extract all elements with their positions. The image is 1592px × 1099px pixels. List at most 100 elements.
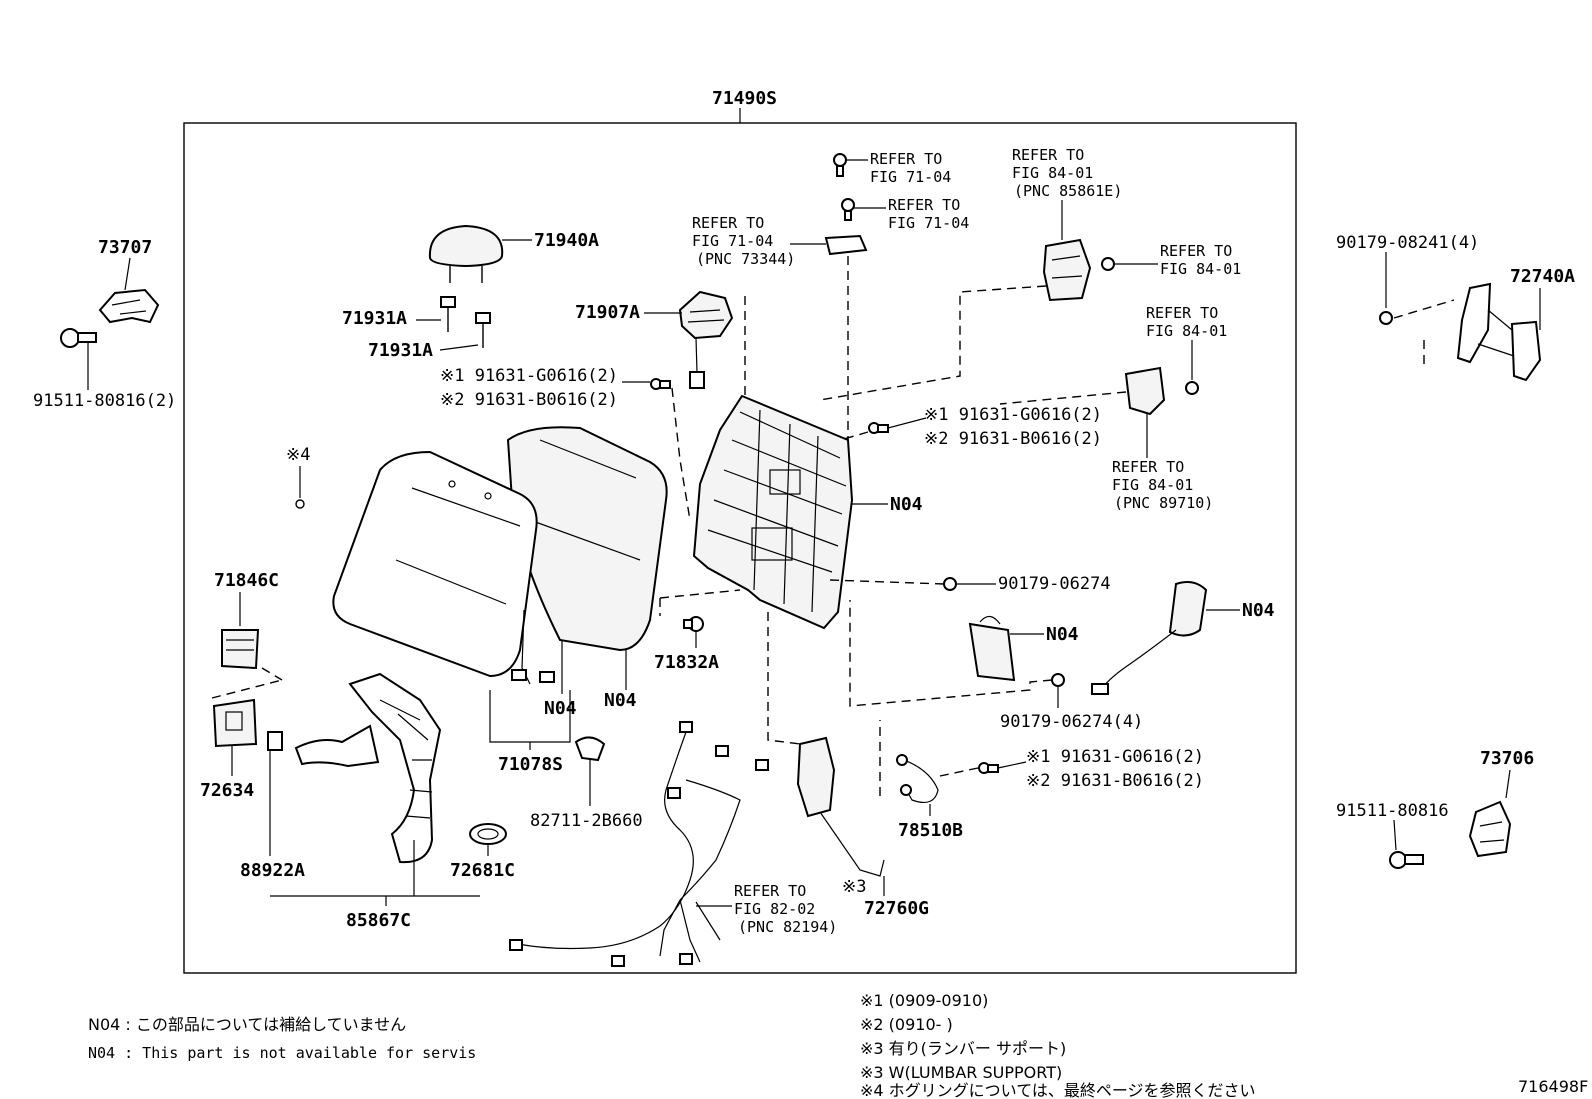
bolt-91511-80816 [1389,851,1424,869]
refer-6-line1: REFER TO [1146,304,1218,322]
label-n04-sensor: N04 [1242,600,1275,621]
refer-1-line2: FIG 71-04 [870,168,951,186]
refer-4-line3: (PNC 85861E) [1014,182,1122,200]
note-right-5: ※4 ホグリングについては、最終ページを参照ください [860,1081,1256,1099]
refer-4-line2: FIG 84-01 [1012,164,1093,182]
label-73707: 73707 [98,237,152,258]
support-71931A-1 [440,296,456,332]
label-85867C: 85867C [346,910,411,931]
label-71078S: 71078S [498,754,563,775]
label-91511-80816: 91511-80816 [1336,801,1449,821]
bolt-91511-80816-2 [60,328,97,348]
support-71931A-2 [475,312,491,348]
nut-90179-08241 [1379,311,1393,325]
part-85861E [1042,238,1092,302]
label-72634: 72634 [200,780,254,801]
note-right-3: ※3 有り(ランバー サポート) [860,1039,1066,1058]
refer-7-line2: FIG 84-01 [1112,476,1193,494]
label-91511-80816-2: 91511-80816(2) [33,391,176,411]
note-left-2: N04 : This part is not available for ser… [88,1044,476,1062]
duct-88922A [267,672,442,864]
refer-3-line3: (PNC 73344) [696,250,795,268]
clip-82711-2B660 [574,736,606,762]
label-m2-mid: ※2 91631-B0616(2) [924,429,1102,449]
harness-71078S [511,609,555,685]
refer-8-line2: FIG 82-02 [734,900,815,918]
label-71832A: 71832A [654,652,719,673]
refer-5-line1: REFER TO [1160,242,1232,260]
label-90179-06274: 90179-06274 [998,574,1111,594]
label-mark4: ※4 [286,445,310,465]
label-72740A: 72740A [1510,266,1575,287]
seatback-frame [692,394,854,630]
note-right-1: ※1 (0909-0910) [860,991,988,1010]
screw-m12-bot [978,762,999,774]
grommet-72681C [469,823,507,845]
refer-8-line3: (PNC 82194) [738,918,837,936]
label-71931A-2: 71931A [368,340,433,361]
module-n04 [968,615,1016,682]
nut-90179-06274-4 [1051,673,1065,687]
note-left-1: N04 : この部品については補給していません [88,1015,406,1034]
refer-6-line2: FIG 84-01 [1146,322,1227,340]
nut-refer-5 [1101,257,1115,271]
label-88922A: 88922A [240,860,305,881]
refer-7-line3: (PNC 89710) [1114,494,1213,512]
label-90179-06274-4: 90179-06274(4) [1000,712,1143,732]
bracket-73707 [98,288,160,324]
refer-5-line2: FIG 84-01 [1160,260,1241,278]
label-m2-bot: ※2 91631-B0616(2) [1026,771,1204,791]
label-71940A: 71940A [534,230,599,251]
label-78510B: 78510B [898,820,963,841]
figure-code: 716498F [1518,1077,1588,1096]
headrest-71940A [428,224,504,283]
label-n04-harness: N04 [544,698,577,719]
bolt-refer-1 [833,153,847,177]
refer-3-line1: REFER TO [692,214,764,232]
lumbar-72760G [796,736,885,877]
label-73706: 73706 [1480,748,1534,769]
bracket-73706 [1468,800,1512,858]
refer-1-line1: REFER TO [870,150,942,168]
module-89710 [1124,366,1166,416]
screw-m12-top [650,378,671,390]
sensor-n04 [1091,581,1208,695]
assembly-label: 71490S [712,88,777,109]
label-n04-module: N04 [1046,624,1079,645]
refer-3-line2: FIG 71-04 [692,232,773,250]
refer-4-line1: REFER TO [1012,146,1084,164]
refer-2-line2: FIG 71-04 [888,214,969,232]
label-71907A: 71907A [575,302,640,323]
nut-refer-6 [1185,381,1199,395]
bracket-refer-3 [824,234,868,256]
label-n04-frame: N04 [890,494,923,515]
seatback-cover [332,450,538,678]
nut-90179-06274 [943,577,957,591]
note-right-2: ※2 (0910- ) [860,1015,953,1034]
trim-71846C [221,629,260,670]
refer-2-line1: REFER TO [888,196,960,214]
label-mark3: ※3 [842,877,866,897]
hog-ring [295,499,305,509]
label-72681C: 72681C [450,860,515,881]
refer-8-line1: REFER TO [734,882,806,900]
cable-78510B [896,754,939,803]
bolt-refer-2 [841,198,855,221]
label-72760G: 72760G [864,898,929,919]
label-82711-2B660: 82711-2B660 [530,811,643,831]
wire-harness-82194 [509,721,769,967]
note-right-4: ※3 W(LUMBAR SUPPORT) [860,1063,1062,1082]
refer-7-line1: REFER TO [1112,458,1184,476]
label-m1-top: ※1 91631-G0616(2) [440,366,618,386]
clip-71832A [683,616,704,632]
label-m2-top: ※2 91631-B0616(2) [440,390,618,410]
label-m1-mid: ※1 91631-G0616(2) [924,405,1102,425]
screw-m12-mid [868,422,889,434]
lock-71907A [678,290,734,389]
label-90179-08241-4: 90179-08241(4) [1336,233,1479,253]
label-71931A-1: 71931A [342,308,407,329]
bracket-72740A [1456,282,1542,382]
label-71846C: 71846C [214,570,279,591]
cover-72634 [212,698,258,748]
